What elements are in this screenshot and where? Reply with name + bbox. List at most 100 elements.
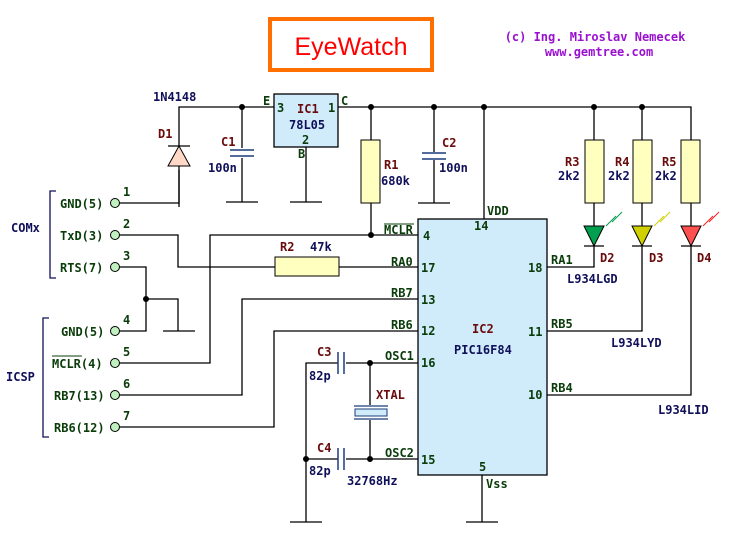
terminal-5[interactable] — [110, 358, 120, 368]
comx-pin-txd: TxD(3) — [60, 229, 103, 243]
pin-ra1-label: RA1 — [551, 253, 573, 267]
terminal-6[interactable] — [110, 390, 120, 400]
r3-ref: R3 — [565, 155, 579, 169]
d1-ref: D1 — [158, 127, 172, 141]
crystal-xtal: XTAL 32768Hz — [347, 388, 405, 488]
resistor-r5: R5 2k2 — [655, 139, 701, 204]
pin-ra1-num: 18 — [528, 261, 542, 275]
ic1-pin-c-label: C — [341, 94, 348, 108]
pin-rb5-num: 11 — [528, 325, 542, 339]
d4-ref: D4 — [697, 251, 711, 265]
c2-ref: C2 — [442, 136, 456, 150]
terminal-1[interactable] — [110, 198, 120, 208]
pin-vss-num: 5 — [479, 460, 486, 474]
comx-label: COMx — [11, 221, 40, 235]
pin-mclr-num: 4 — [423, 229, 430, 243]
title-box — [268, 17, 434, 72]
pin-rb6-num: 12 — [421, 324, 435, 338]
credit-website: www.gemtree.com — [545, 45, 653, 59]
xtal-ref: XTAL — [376, 388, 405, 402]
capacitor-c2: C2 100n — [422, 136, 468, 175]
ic1-pin-e-num: 3 — [277, 101, 284, 115]
junctions — [143, 104, 645, 462]
c4-ref: C4 — [317, 441, 331, 455]
c3-ref: C3 — [317, 345, 331, 359]
r5-value: 2k2 — [655, 169, 677, 183]
resistor-r4: R4 2k2 — [608, 139, 653, 204]
led-d2: D2 L934LGD — [567, 211, 623, 286]
c1-value: 100n — [208, 161, 237, 175]
ic2-ref: IC2 — [472, 322, 494, 336]
pin-vss-label: Vss — [486, 477, 508, 491]
d3-ref: D3 — [649, 251, 663, 265]
ic2-value: PIC16F84 — [454, 343, 512, 357]
ic1-pin-b-num: 2 — [302, 133, 309, 147]
terminal-num: 6 — [123, 377, 130, 391]
resistor-r3: R3 2k2 — [558, 139, 605, 204]
comx-pin-gnd: GND(5) — [60, 197, 103, 211]
terminal-num: 3 — [123, 249, 130, 263]
terminal-num: 1 — [123, 185, 130, 199]
pin-rb7-label: RB7 — [391, 286, 413, 300]
terminal-num: 7 — [123, 409, 130, 423]
ic1-pin-b-label: B — [298, 147, 305, 161]
capacitor-c3: C3 82p — [309, 345, 345, 383]
ic1-pin-e-label: E — [263, 94, 270, 108]
terminal-num: 2 — [123, 217, 130, 231]
pin-rb7-num: 13 — [421, 293, 435, 307]
terminal-3[interactable] — [110, 262, 120, 272]
pin-mclr-label: MCLR — [384, 223, 414, 237]
r4-ref: R4 — [615, 155, 629, 169]
r5-ref: R5 — [662, 155, 676, 169]
xtal-value: 32768Hz — [347, 474, 398, 488]
comx-connector: COMx GND(5) 1 TxD(3) 2 RTS(7) 3 — [11, 185, 130, 279]
terminal-num: 5 — [123, 345, 130, 359]
r1-ref: R1 — [384, 158, 398, 172]
pin-osc2-num: 15 — [421, 453, 435, 467]
pin-rb4-num: 10 — [528, 388, 542, 402]
c4-value: 82p — [309, 464, 331, 478]
credit-author: (c) Ing. Miroslav Nemecek — [505, 30, 686, 44]
resistor-r1: R1 680k — [360, 139, 411, 204]
icsp-connector: ICSP GND(5) 4 MCLR(4) 5 RB7(13) 6 RB6(12… — [6, 313, 130, 438]
pin-ra0-label: RA0 — [391, 255, 413, 269]
icsp-pin-mclr: MCLR(4) — [52, 357, 103, 371]
d2-value: L934LGD — [567, 272, 618, 286]
pin-rb6-label: RB6 — [391, 318, 413, 332]
microcontroller-ic2: IC2 PIC16F84 MCLR 4 RA0 17 RB7 13 RB6 12… — [384, 204, 573, 491]
comx-pin-rts: RTS(7) — [60, 261, 103, 275]
pin-osc1-label: OSC1 — [385, 349, 414, 363]
led-d4: D4 L934LID — [658, 211, 720, 417]
regulator-ic1: E 3 C 1 IC1 78L05 2 B — [263, 93, 348, 161]
title: EyeWatch — [294, 33, 407, 61]
terminal-2[interactable] — [110, 230, 120, 240]
icsp-pin-rb7: RB7(13) — [54, 389, 105, 403]
capacitor-c4: C4 82p — [309, 441, 345, 478]
led-d3: D3 L934LYD — [611, 211, 671, 350]
d3-value: L934LYD — [611, 336, 662, 350]
pin-osc2-label: OSC2 — [385, 446, 414, 460]
icsp-pin-gnd: GND(5) — [61, 325, 104, 339]
pin-rb5-label: RB5 — [551, 317, 573, 331]
terminal-num: 4 — [123, 313, 130, 327]
d1-value: 1N4148 — [153, 90, 196, 104]
capacitor-c1: C1 100n — [208, 135, 254, 175]
icsp-pin-rb6: RB6(12) — [54, 421, 105, 435]
icsp-label: ICSP — [6, 370, 35, 384]
c2-value: 100n — [439, 161, 468, 175]
c1-ref: C1 — [221, 135, 235, 149]
terminal-4[interactable] — [110, 326, 120, 336]
r1-value: 680k — [381, 174, 411, 188]
r3-value: 2k2 — [558, 169, 580, 183]
ic1-ref: IC1 — [297, 102, 319, 116]
pin-osc1-num: 16 — [421, 356, 435, 370]
pin-rb4-label: RB4 — [551, 381, 573, 395]
diode-d1: 1N4148 D1 — [153, 90, 196, 167]
ic1-pin-c-num: 1 — [328, 101, 335, 115]
d2-ref: D2 — [600, 251, 614, 265]
pin-vdd-label: VDD — [487, 204, 509, 218]
d4-value: L934LID — [658, 403, 709, 417]
r4-value: 2k2 — [608, 169, 630, 183]
terminal-7[interactable] — [110, 422, 120, 432]
